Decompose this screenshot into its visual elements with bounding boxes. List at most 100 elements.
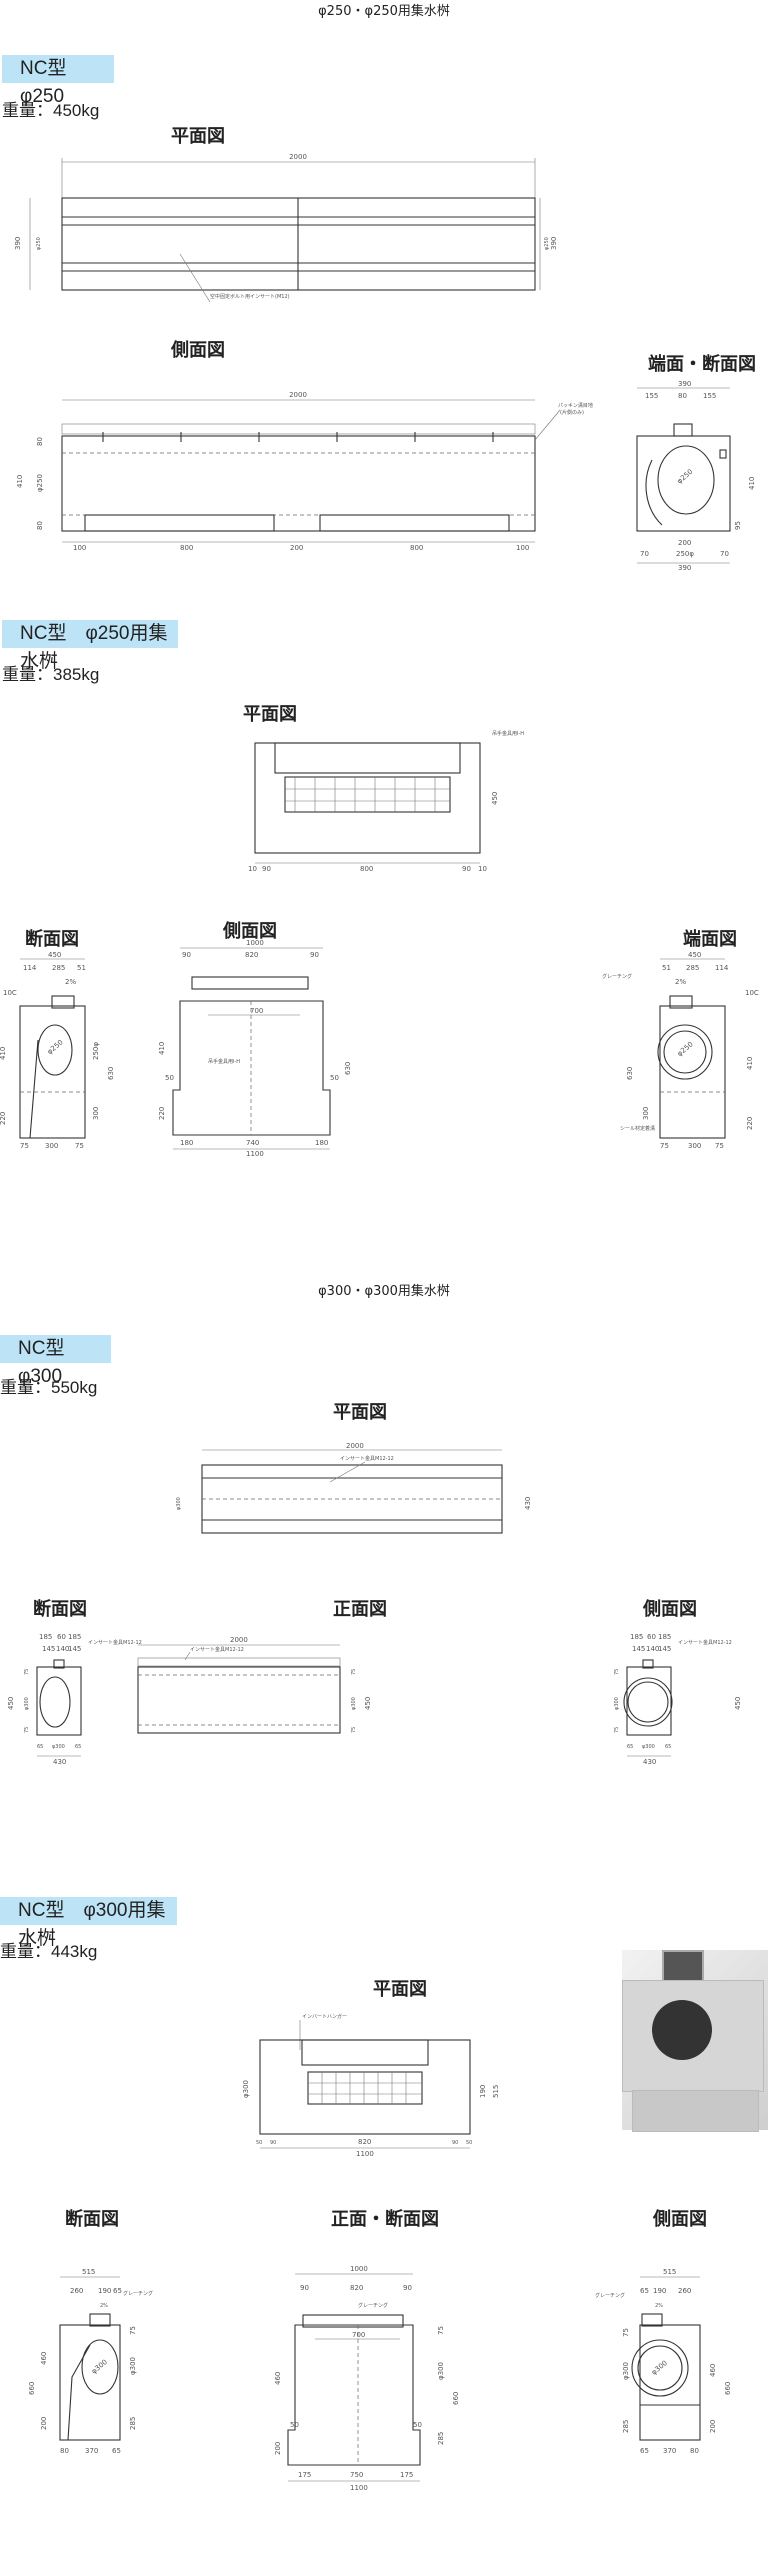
dimension-label: グレーチング [123,2290,153,2297]
dimension-label: 370 [85,2447,98,2455]
view-title-front: 正面図 [333,1599,387,1620]
dimension-label: 90 [452,2140,458,2146]
dimension-label: 1000 [350,2265,368,2273]
dimension-label: 75 [20,1142,29,1150]
dimension-label: 60 [57,1633,66,1641]
dimension-label: 460 [709,2364,717,2377]
dimension-label: 80 [36,437,44,446]
dimension-label: 1100 [356,2150,374,2158]
dimension-label: 390 [678,380,691,388]
dimension-label: 100 [516,544,529,552]
dimension-label: 65 [112,2447,121,2455]
dimension-label: 140 [646,1645,659,1653]
dimension-label: 90 [300,2284,309,2292]
dimension-label: 145 [658,1645,671,1653]
dimension-label: 200 [678,539,691,547]
dimension-label: 75 [351,1669,357,1675]
dimension-label: 10C [745,989,759,997]
dimension-label: 1100 [350,2484,368,2492]
dimension-label: φ300 [351,1697,357,1710]
dimension-label: 515 [663,2268,676,2276]
dimension-label: 430 [524,1497,532,1510]
dimension-label: 51 [662,964,671,972]
dimension-label: φ300 [90,2358,109,2376]
dimension-label: 285 [129,2417,137,2430]
dimension-label: 700 [352,2331,365,2339]
dimension-label: 820 [245,951,258,959]
dimension-label: 2% [100,2303,108,2309]
dimension-label: 50 [256,2140,262,2146]
dimension-label: 190 [479,2085,487,2098]
section-header-nc-phi300: NC型 φ300 [0,1335,111,1387]
dimension-label: 90 [262,865,271,873]
section-header-nc-phi250-catch-basin: NC型 φ250用集水桝 [2,620,178,672]
dimension-label: φ250 [46,1038,65,1056]
dimension-label: 260 [678,2287,691,2295]
dimension-label: 450 [688,951,701,959]
view-title-end: 端面図 [683,929,737,950]
view-title-end-section: 端面・断面図 [648,354,756,375]
dimension-label: φ300 [614,1697,620,1710]
section-header-nc-phi300-catch-basin: NC型 φ300用集水桝 [0,1897,177,1949]
weight-label: 重量：550kg [0,1378,98,1397]
dimension-label: 410 [0,1047,7,1060]
dimension-label: 460 [274,2372,282,2385]
plan-drawing-nc-phi300: 2000 インサート金具M12-12 430 φ300 [176,1442,532,1534]
dimension-label: φ300 [242,2080,250,2098]
dimension-label: 70 [720,550,729,558]
dimension-label: 75 [614,1727,620,1733]
dimension-label: 185 [658,1633,671,1641]
dimension-label: 300 [688,1142,701,1150]
dimension-label: 2000 [289,391,307,399]
dimension-label: 51 [77,964,86,972]
dimension-label: 180 [180,1139,193,1147]
dimension-label: φ300 [650,2359,669,2377]
dimension-label: 75 [614,1669,620,1675]
view-title-side: 側面図 [223,921,277,942]
dimension-label: 90 [270,2140,276,2146]
dimension-label: 175 [298,2471,311,2479]
dimension-label: 75 [24,1727,30,1733]
dimension-label: インサート金具M12-12 [88,1639,142,1646]
dimension-label: 65 [665,1744,671,1750]
dimension-label: 630 [107,1067,115,1080]
dimension-label: 410 [16,475,24,488]
dimension-label: グレーチング [358,2302,388,2309]
dimension-label: 90 [182,951,191,959]
dimension-label: 820 [350,2284,363,2292]
dimension-label: φ300 [437,2362,445,2380]
dimension-label: 80 [678,392,687,400]
dimension-label: 430 [643,1758,656,1766]
dimension-label: 75 [129,2326,137,2335]
dimension-label: 220 [0,1112,7,1125]
dimension-label: 75 [24,1669,30,1675]
dimension-label: 90 [310,951,319,959]
view-title-plan: 平面図 [171,126,225,147]
dimension-label: インサート金具M12-12 [190,1646,244,1653]
dimension-label: 60 [647,1633,656,1641]
dimension-label: 10 [478,865,487,873]
dimension-label: 410 [746,1057,754,1070]
dimension-label: 515 [492,2085,500,2098]
dimension-label: 200 [274,2442,282,2455]
dimension-label: φ300 [129,2357,137,2375]
dimension-label: 410 [748,477,756,490]
front-drawing-nc-phi300: 2000 インサート金具M12-12 75 φ300 75 450 [137,1636,372,1734]
dimension-label: 1100 [246,1150,264,1158]
dimension-label: 185 [39,1633,52,1641]
dimension-label: 450 [364,1697,372,1710]
dimension-label: 80 [690,2447,699,2455]
dimension-label: 65 [627,1744,633,1750]
weight-label: 重量：450kg [2,101,100,120]
dimension-label: 450 [734,1697,742,1710]
dimension-label: シール材定着溝 [620,1125,655,1132]
dimension-label: 390 [550,237,558,250]
dimension-label: 200 [40,2417,48,2430]
view-title-side: 側面図 [643,1599,697,1620]
view-title-section: 断面図 [25,929,79,950]
dimension-label: 285 [686,964,699,972]
